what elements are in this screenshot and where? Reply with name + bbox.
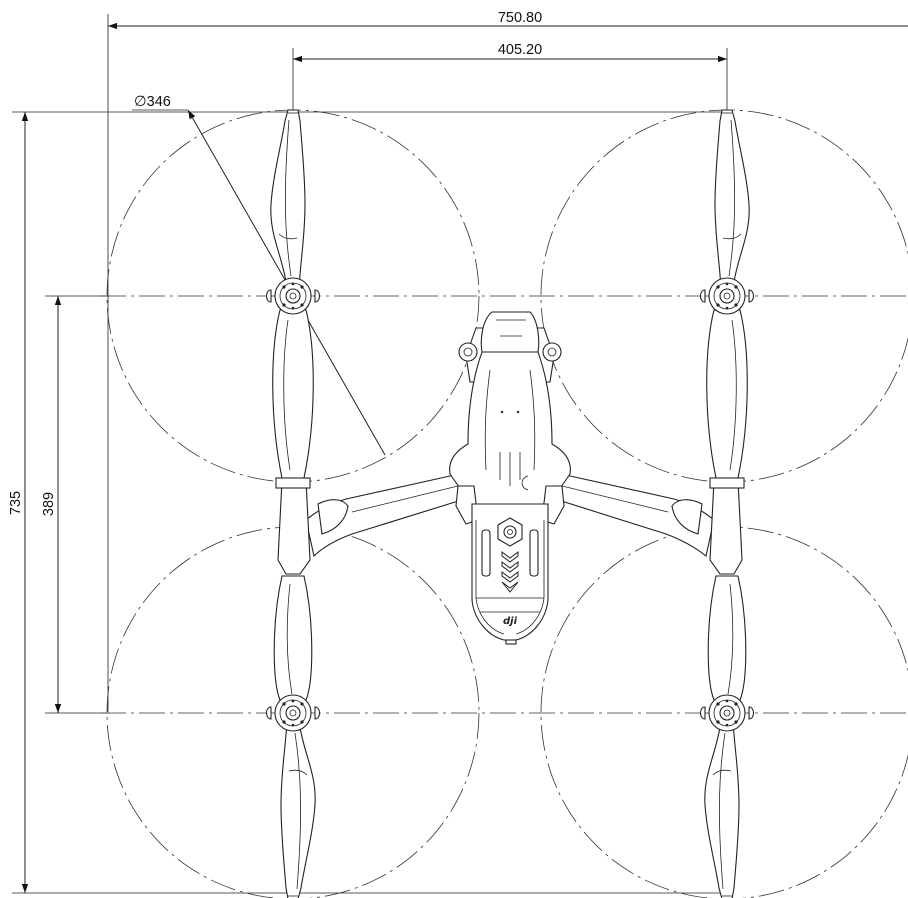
motor-length-label: 389 <box>41 492 57 516</box>
motor-width-label: 405.20 <box>498 42 542 58</box>
propeller-front-right <box>699 109 755 315</box>
extension-lines <box>12 14 730 894</box>
dimension-motor-length: 389 <box>41 296 62 713</box>
landing-gear-left <box>272 309 314 701</box>
overall-width-label: 750.80 <box>498 10 542 26</box>
propeller-rear-left <box>265 694 321 898</box>
overall-length-label: 735 <box>8 491 24 515</box>
dimension-overall-length: 735 <box>8 112 29 893</box>
drone-arms <box>305 471 715 558</box>
dji-logo: dji <box>503 616 518 627</box>
propeller-rear-right <box>699 694 755 898</box>
landing-gear-right <box>706 309 748 701</box>
prop-diameter-label: ∅346 <box>134 94 171 110</box>
dimension-motor-width: 405.20 <box>293 42 727 63</box>
drone-fuselage <box>449 311 571 645</box>
propeller-front-left <box>265 109 321 315</box>
dimension-overall-width: 750.80 <box>108 10 908 30</box>
dimension-prop-diameter: ∅346 <box>132 94 386 456</box>
